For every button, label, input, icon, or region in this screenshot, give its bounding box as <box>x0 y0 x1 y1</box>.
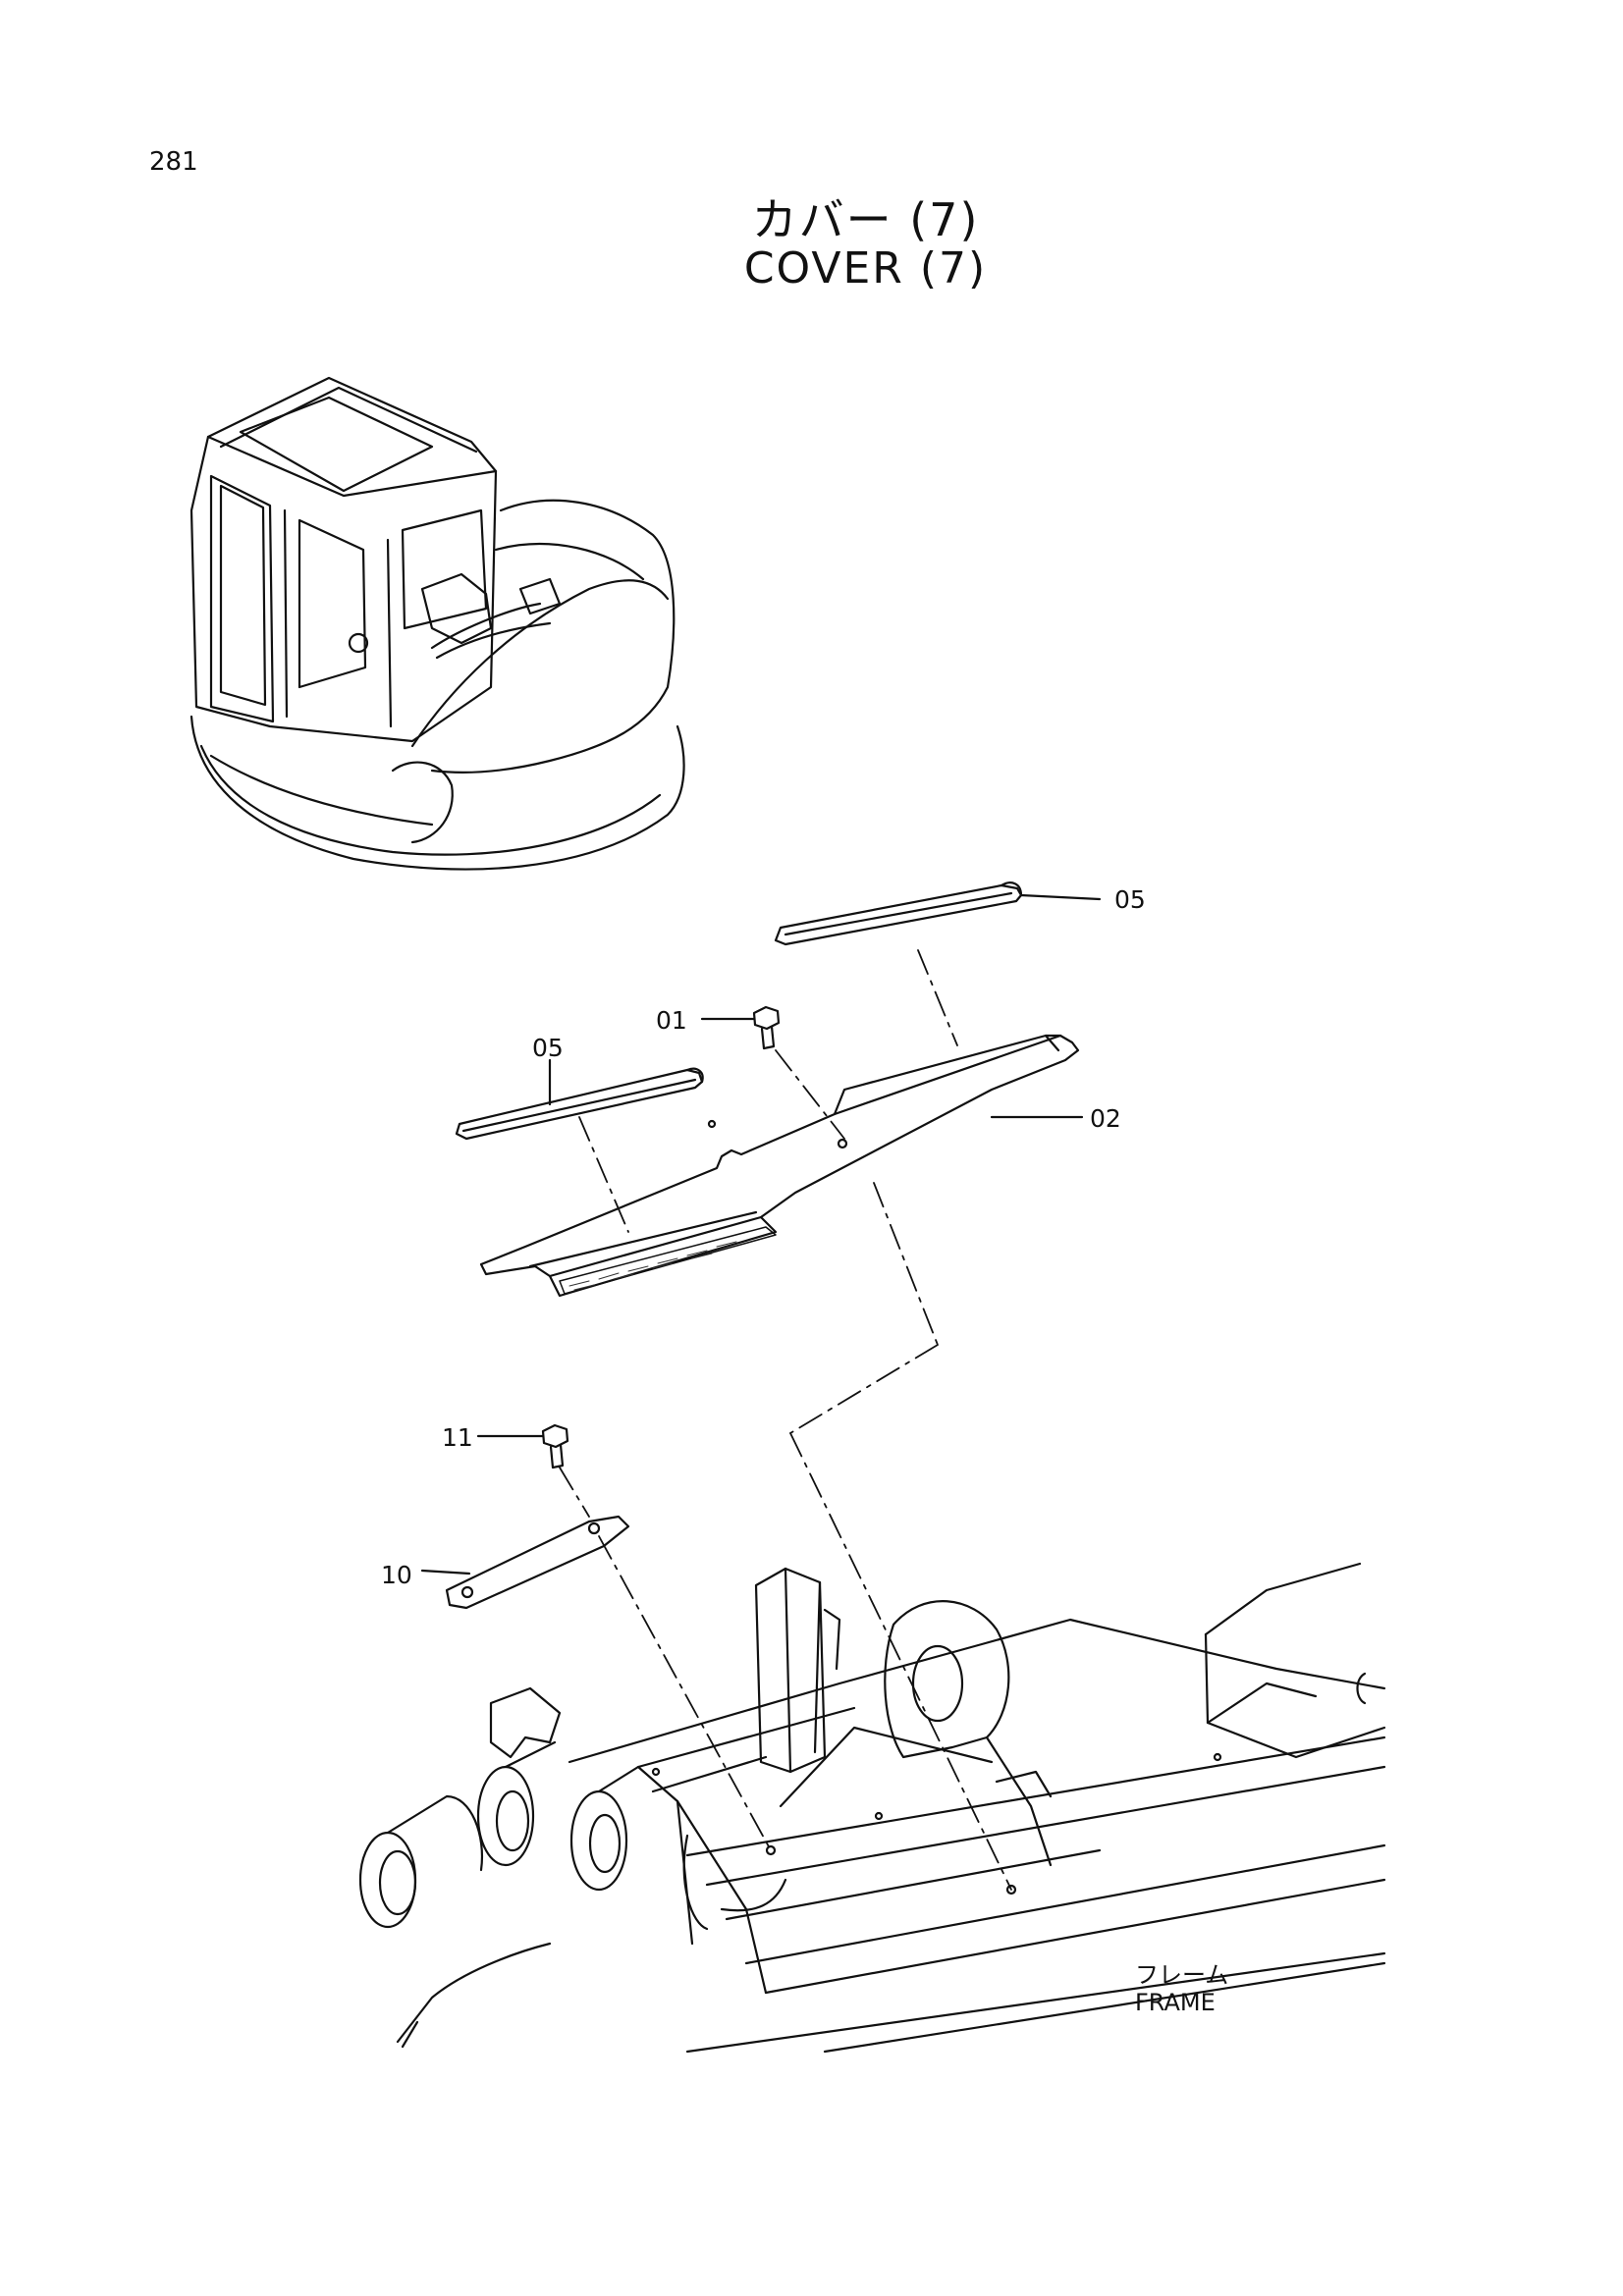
page-number: 281 <box>149 147 198 177</box>
leader-05-upper <box>1019 893 1102 901</box>
callout-02: 02 <box>1090 1104 1121 1133</box>
frame-structure-illustration <box>358 1562 1386 2054</box>
frame-label-japanese: フレーム <box>1135 1961 1229 1989</box>
callout-01: 01 <box>656 1006 687 1035</box>
frame-label-english: FRAME <box>1135 1989 1216 2016</box>
callout-10: 10 <box>381 1561 412 1589</box>
leader-10 <box>420 1569 471 1575</box>
callout-11: 11 <box>442 1423 473 1452</box>
part-10-plate <box>445 1515 630 1610</box>
part-05-lower-strip <box>455 1067 704 1141</box>
title-japanese: カバー (7) <box>751 193 980 246</box>
excavator-overview-illustration <box>189 376 685 871</box>
part-11-bolt <box>541 1423 569 1469</box>
part-05-upper-strip <box>774 881 1023 946</box>
callout-05-lower: 05 <box>532 1034 564 1062</box>
assembly-centerlines <box>559 949 1012 1891</box>
title-english: COVER (7) <box>743 243 988 294</box>
callout-05-upper: 05 <box>1114 885 1146 914</box>
part-01-bolt <box>752 1005 781 1050</box>
part-02-cover-plate <box>479 1034 1080 1298</box>
